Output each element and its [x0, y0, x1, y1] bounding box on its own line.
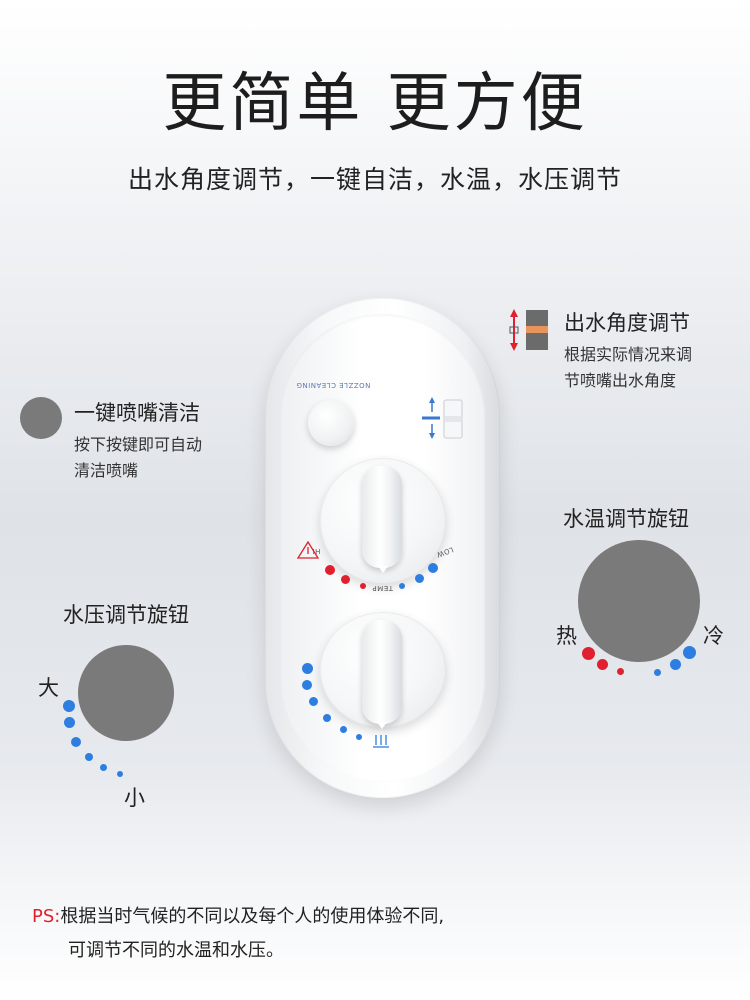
- pressure-level-dot: [64, 717, 75, 728]
- panel-temp-dot: [325, 565, 335, 575]
- angle-adjust-icon: [508, 308, 554, 352]
- panel-pressure-dot: [302, 663, 313, 674]
- panel-temp-dot: [415, 574, 424, 583]
- ps-prefix: PS:: [32, 906, 61, 927]
- page-title: 更简单 更方便: [162, 67, 588, 141]
- pressure-level-dot: [71, 737, 81, 747]
- nozzle-cleaning-desc-1: 按下按键即可自动: [74, 435, 203, 454]
- panel-pressure-dot: [323, 714, 331, 722]
- temp-level-dot: [597, 659, 608, 670]
- panel-temp-dot: [341, 575, 350, 584]
- ps-line-1: 根据当时气候的不同以及每个人的使用体验不同,: [60, 906, 445, 927]
- nozzle-cleaning-desc-2: 清洁喷嘴: [74, 461, 139, 480]
- pressure-knob-title: 水压调节旋钮: [63, 603, 189, 627]
- temp-level-dot: [670, 659, 681, 670]
- pressure-level-dot: [117, 771, 123, 777]
- pressure-knob-pointer: [377, 722, 387, 729]
- pressure-knob-grip[interactable]: [362, 620, 402, 724]
- hi-icon: [296, 540, 320, 560]
- temp-level-dot: [617, 668, 624, 675]
- temp-level-dot: [683, 646, 696, 659]
- ps-line-2: 可调节不同的水温和水压。: [68, 940, 284, 961]
- temp-level-dot: [582, 647, 595, 660]
- temp-level-dot: [654, 669, 661, 676]
- panel-pressure-dot: [356, 734, 362, 740]
- panel-pressure-dot: [309, 697, 318, 706]
- angle-adjust-desc-1: 根据实际情况来调: [564, 345, 693, 364]
- angle-adjust-title: 出水角度调节: [564, 311, 690, 335]
- panel-temp-dot: [360, 583, 366, 589]
- pressure-level-dot: [85, 753, 93, 761]
- temp-label: TEMP: [372, 584, 393, 592]
- panel-pressure-dot: [302, 680, 312, 690]
- temp-cold-label: 冷: [703, 624, 724, 648]
- nozzle-cleaning-title: 一键喷嘴清洁: [74, 401, 200, 425]
- angle-adjust-desc-2: 节喷嘴出水角度: [564, 371, 677, 390]
- pressure-level-dot: [63, 700, 75, 712]
- temp-hot-label: 热: [556, 624, 577, 648]
- nozzle-cleaning-panel-label: NOZZLE CLEANING: [296, 381, 371, 389]
- ps-note: PS:根据当时气候的不同以及每个人的使用体验不同, 可调节不同的水温和水压。: [32, 900, 444, 968]
- temperature-knob-pointer: [378, 566, 388, 573]
- panel-temp-dot: [399, 583, 405, 589]
- water-spray-icon: [371, 732, 391, 748]
- temperature-knob-grip[interactable]: [362, 466, 402, 568]
- hi-label: HI: [312, 547, 321, 555]
- panel-pressure-dot: [340, 726, 347, 733]
- nozzle-cleaning-button[interactable]: [308, 400, 354, 446]
- pressure-level-dot: [100, 764, 107, 771]
- pressure-knob-icon: [78, 645, 174, 741]
- panel-temp-dot: [428, 563, 438, 573]
- nozzle-cleaning-icon: [20, 397, 62, 439]
- temp-knob-title: 水温调节旋钮: [563, 507, 689, 531]
- pressure-small-label: 小: [124, 786, 145, 810]
- page-subtitle: 出水角度调节，一键自洁，水温，水压调节: [127, 165, 622, 194]
- angle-slider[interactable]: [418, 396, 468, 442]
- temp-knob-icon: [578, 540, 700, 662]
- pressure-big-label: 大: [38, 676, 59, 700]
